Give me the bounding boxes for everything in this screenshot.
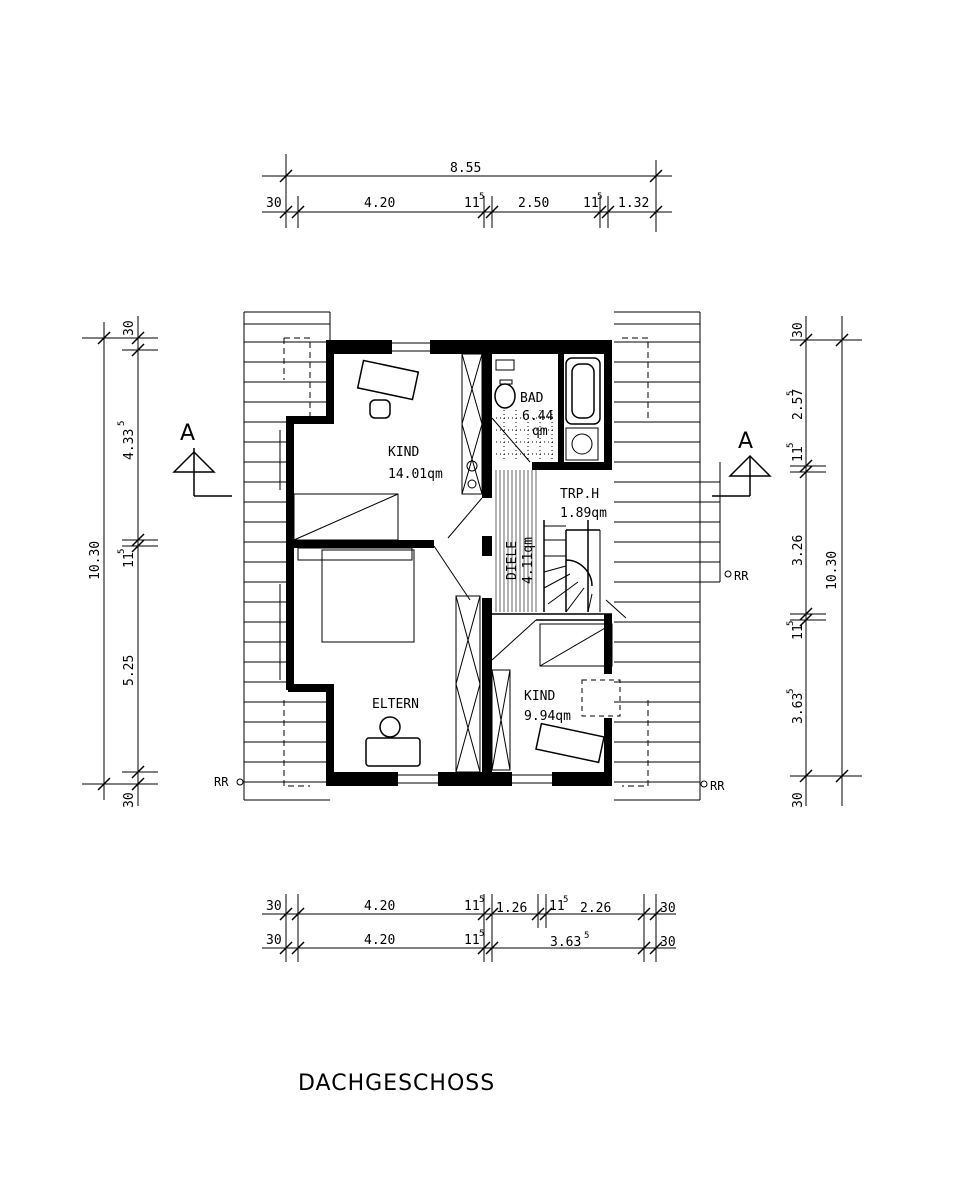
top-dim-30: 30 — [266, 196, 282, 211]
top-dim-11b: 11 — [583, 196, 599, 211]
bottom-r1-2-26: 2.26 — [580, 901, 611, 916]
right-dim-2-57: 2.57 — [791, 389, 806, 420]
room-trph-area: 1.89qm — [560, 506, 607, 521]
left-overall-dim: 10.30 — [88, 541, 103, 580]
bottom-r1-11-sup: 5 — [479, 895, 484, 905]
interior-details — [293, 353, 627, 773]
room-trph-name: TRP.H — [560, 487, 599, 502]
section-marker-left: A — [172, 421, 232, 497]
left-dim-11-sup: 5 — [117, 549, 127, 554]
plan-title: DACHGESCHOSS — [298, 1071, 495, 1096]
right-dimension-chain: 30 2.57 5 11 5 3.26 11 5 3.63 5 30 10.30 — [786, 316, 862, 808]
rr-markers: RR RR RR — [214, 569, 749, 793]
right-dim-11a-sup: 5 — [786, 443, 796, 448]
bottom-r2-3-63-sup: 5 — [584, 931, 589, 941]
section-marker-right: A — [712, 429, 772, 497]
room-bad-name: BAD — [520, 391, 544, 406]
roof-hatching-right — [614, 311, 721, 801]
roof-hatching-left — [243, 311, 331, 801]
right-dim-3-63-sup: 5 — [786, 689, 796, 694]
right-dim-3-63: 3.63 — [791, 693, 806, 724]
right-overall-dim: 10.30 — [825, 551, 840, 590]
top-dim-4-20: 4.20 — [364, 196, 395, 211]
room-kind-2-name: KIND — [524, 689, 555, 704]
section-label-a-right: A — [738, 429, 753, 454]
left-dim-4-33-sup: 5 — [117, 421, 127, 426]
section-label-a-left: A — [180, 421, 195, 446]
left-dim-5-25: 5.25 — [122, 655, 137, 686]
left-dim-4-33: 4.33 — [122, 429, 137, 460]
bottom-r2-30a: 30 — [266, 933, 282, 948]
walls — [279, 340, 612, 786]
rr-label-right-mid: RR — [734, 569, 749, 583]
bottom-dimension-chain: 30 4.20 11 5 1.26 11 5 2.26 30 30 4.20 1… — [262, 894, 676, 962]
room-labels: KIND 14.01qm BAD 6.44 qm TRP.H 1.89qm DI… — [372, 391, 607, 724]
bottom-r2-4-20: 4.20 — [364, 933, 395, 948]
top-dim-2-50: 2.50 — [518, 196, 549, 211]
room-kind-2-area: 9.94qm — [524, 709, 571, 724]
bottom-r2-3-63: 3.63 — [550, 935, 581, 950]
room-kind-1-area: 14.01qm — [388, 467, 443, 482]
room-diele-name: DIELE — [505, 541, 520, 580]
top-dimension-chain: 8.55 30 4.20 11 5 2.50 11 5 1.32 — [262, 154, 672, 232]
top-dim-11: 11 — [464, 196, 480, 211]
room-eltern-name: ELTERN — [372, 697, 419, 712]
top-overall-dim: 8.55 — [450, 161, 481, 176]
right-dim-11a: 11 — [791, 446, 806, 462]
bottom-r2-30b: 30 — [660, 935, 676, 950]
left-dim-bottom-30: 30 — [122, 792, 137, 808]
right-dim-3-26: 3.26 — [791, 535, 806, 566]
right-dim-bottom-30: 30 — [791, 792, 806, 808]
left-dimension-chain: 10.30 30 4.33 5 11 5 5.25 30 — [82, 316, 158, 808]
room-bad-unit: qm — [532, 424, 548, 439]
bottom-r1-30a: 30 — [266, 899, 282, 914]
bottom-r2-11: 11 — [464, 933, 480, 948]
right-dim-11b: 11 — [791, 624, 806, 640]
bottom-r1-11: 11 — [464, 899, 480, 914]
room-kind-1-name: KIND — [388, 445, 419, 460]
right-dim-top-30: 30 — [791, 322, 806, 338]
rr-label-left-bottom: RR — [214, 775, 229, 789]
bottom-r1-11b-sup: 5 — [563, 895, 568, 905]
top-dim-11b-sup: 5 — [597, 192, 602, 202]
bottom-r1-11b: 11 — [549, 899, 565, 914]
left-dim-top-30: 30 — [122, 320, 137, 336]
top-dim-11-sup: 5 — [479, 192, 484, 202]
left-dim-11: 11 — [122, 552, 137, 568]
bottom-r1-30b: 30 — [660, 901, 676, 916]
bottom-r1-4-20: 4.20 — [364, 899, 395, 914]
room-bad-area: 6.44 — [522, 409, 553, 424]
bottom-r1-1-26: 1.26 — [496, 901, 527, 916]
right-dim-2-57-sup: 5 — [786, 391, 796, 396]
right-dim-11b-sup: 5 — [786, 621, 796, 626]
top-dim-1-32: 1.32 — [618, 196, 649, 211]
room-diele-area: 4.11qm — [521, 537, 536, 584]
rr-label-right-bottom: RR — [710, 779, 725, 793]
bottom-r2-11-sup: 5 — [479, 929, 484, 939]
